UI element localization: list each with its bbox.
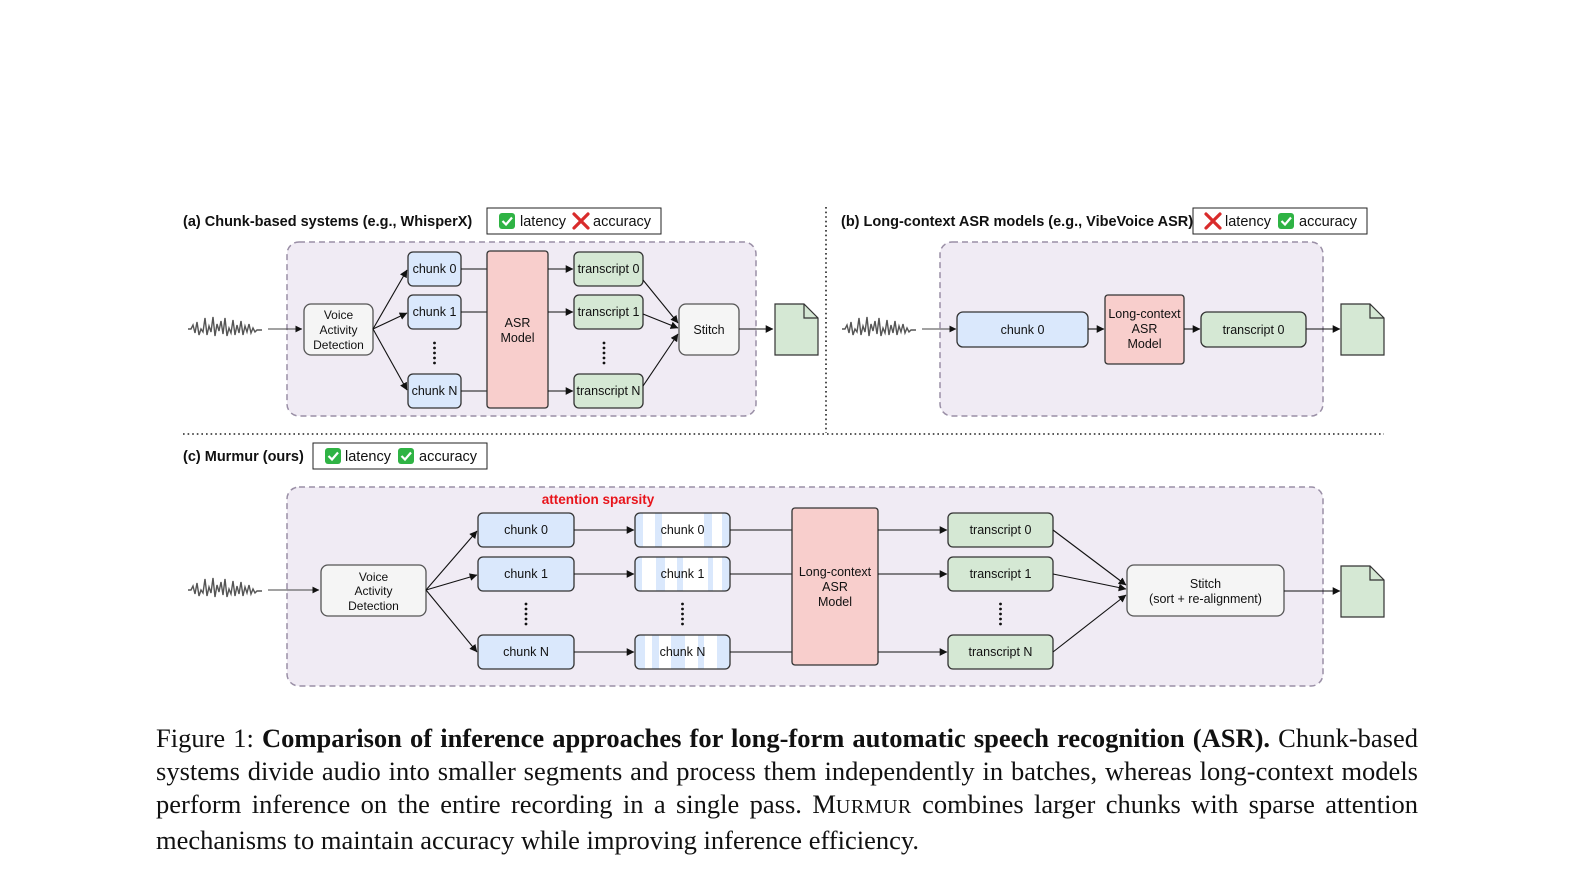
vad-label-line: Activity: [319, 323, 357, 337]
long-context-model-box: Long-context ASR Model: [791, 507, 879, 666]
stitch-box: Stitch (sort + re-alignment): [1126, 564, 1285, 617]
attention-sparsity-label: attention sparsity: [542, 492, 655, 507]
vad-box: Voice Activity Detection: [320, 564, 427, 617]
ellipsis-dots: [602, 341, 606, 365]
model-label-line: ASR: [505, 316, 531, 330]
chunk-box: chunk N: [477, 634, 575, 670]
chunk-label: chunk 0: [504, 523, 548, 537]
document-icon: [774, 303, 819, 356]
vad-label-line: Voice: [359, 570, 389, 584]
model-label-line: Long-context: [1108, 307, 1181, 321]
stitch-label: Stitch: [693, 323, 724, 337]
chunk-box: chunk 0: [956, 311, 1089, 348]
model-label-line: ASR: [822, 580, 848, 594]
vad-label-line: Voice: [324, 308, 354, 322]
transcript-box: transcript 0: [947, 512, 1054, 548]
transcript-box: transcript 0: [573, 251, 644, 287]
chunk-label: chunk 1: [504, 567, 548, 581]
chunk-box: chunk 1: [477, 556, 575, 592]
figure-diagram: (a) Chunk-based systems (e.g., WhisperX)…: [183, 207, 1385, 687]
panel-b-badge: latency accuracy: [1192, 207, 1368, 235]
panel-c-badge: latency accuracy: [312, 442, 488, 470]
vad-label-line: Detection: [348, 599, 399, 613]
panel-b: (b) Long-context ASR models (e.g., VibeV…: [841, 207, 1385, 417]
document-icon: [1340, 565, 1385, 618]
waveform-icon: [187, 577, 263, 598]
ellipsis-dots: [681, 602, 684, 626]
stitch-sublabel: (sort + re-alignment): [1149, 592, 1262, 606]
vad-label-line: Detection: [313, 338, 364, 352]
badge-label-accuracy: accuracy: [419, 449, 478, 465]
stitch-box: Stitch: [678, 303, 740, 356]
model-label-line: Model: [500, 331, 534, 345]
badge-label-accuracy: accuracy: [593, 214, 652, 230]
stitch-label: Stitch: [1190, 577, 1221, 591]
transcript-label: transcript N: [577, 384, 641, 398]
murmur-name-initial: M: [812, 789, 836, 819]
chunk-label: chunk 0: [1001, 323, 1045, 337]
check-icon: [1278, 213, 1294, 229]
transcript-label: transcript 0: [1223, 323, 1285, 337]
waveform-icon: [188, 316, 262, 337]
chunk-label: chunk N: [660, 645, 706, 659]
caption-bold-title: Comparison of inference approaches for l…: [262, 723, 1271, 753]
ellipsis-dots: [524, 602, 528, 626]
chunk-label: chunk 0: [661, 523, 705, 537]
transcript-label: transcript 0: [970, 523, 1032, 537]
transcript-box: transcript 1: [573, 294, 644, 330]
chunk-label: chunk 1: [661, 567, 705, 581]
panel-c: (c) Murmur (ours) latency accuracy atten…: [183, 442, 1385, 687]
chunk-box: chunk N: [407, 373, 462, 409]
model-label-line: Model: [1127, 337, 1161, 351]
transcript-label: transcript 1: [578, 305, 640, 319]
chunk-label: chunk N: [412, 384, 458, 398]
chunk-label: chunk 0: [413, 262, 457, 276]
chunk-label: chunk N: [503, 645, 549, 659]
murmur-name-smallcaps: URMUR: [835, 796, 912, 818]
model-label-line: Long-context: [799, 565, 872, 579]
cross-icon: [572, 212, 590, 230]
panel-a-badge: latency accuracy: [486, 207, 662, 235]
badge-label-latency: latency: [1225, 214, 1272, 230]
panel-b-title: (b) Long-context ASR models (e.g., VibeV…: [841, 214, 1193, 230]
ellipsis-dots: [999, 602, 1002, 626]
transcript-box: transcript N: [573, 373, 644, 409]
panel-a-title: (a) Chunk-based systems (e.g., WhisperX): [183, 214, 472, 230]
caption-prefix: Figure 1:: [156, 723, 263, 753]
transcript-label: transcript 1: [970, 567, 1032, 581]
panel-a: (a) Chunk-based systems (e.g., WhisperX)…: [183, 207, 819, 417]
caption-text: combines larger chunks with sparse atten…: [156, 789, 1418, 855]
check-icon: [499, 213, 515, 229]
check-icon: [325, 448, 341, 464]
cross-icon: [1204, 212, 1222, 230]
badge-label-latency: latency: [520, 214, 567, 230]
badge-label-latency: latency: [345, 449, 392, 465]
check-icon: [398, 448, 414, 464]
chunk-label: chunk 1: [413, 305, 457, 319]
chunk-box: chunk 1: [407, 294, 462, 330]
document-icon: [1340, 303, 1385, 356]
transcript-box: transcript N: [947, 634, 1054, 670]
waveform-icon: [841, 316, 917, 337]
vad-label-line: Activity: [354, 584, 392, 598]
panel-c-title: (c) Murmur (ours): [183, 449, 304, 465]
vad-box: Voice Activity Detection: [303, 303, 374, 356]
sparse-chunk-box: chunk N: [634, 634, 731, 670]
asr-model-box: ASR Model: [486, 250, 549, 409]
sparse-chunk-box: chunk 0: [634, 512, 731, 548]
transcript-box: transcript 0: [1200, 311, 1307, 348]
badge-label-accuracy: accuracy: [1299, 214, 1358, 230]
ellipsis-dots: [433, 341, 436, 365]
figure-caption: Figure 1: Comparison of inference approa…: [156, 722, 1418, 857]
model-label-line: Model: [818, 595, 852, 609]
sparse-chunk-box: chunk 1: [634, 556, 731, 592]
long-context-model-box: Long-context ASR Model: [1104, 294, 1185, 365]
model-label-line: ASR: [1132, 322, 1158, 336]
transcript-label: transcript 0: [578, 262, 640, 276]
chunk-box: chunk 0: [477, 512, 575, 548]
transcript-box: transcript 1: [947, 556, 1054, 592]
chunk-box: chunk 0: [407, 251, 462, 287]
transcript-label: transcript N: [969, 645, 1033, 659]
caption-text: Chunk-based systems divide audio into sm…: [156, 723, 1418, 819]
